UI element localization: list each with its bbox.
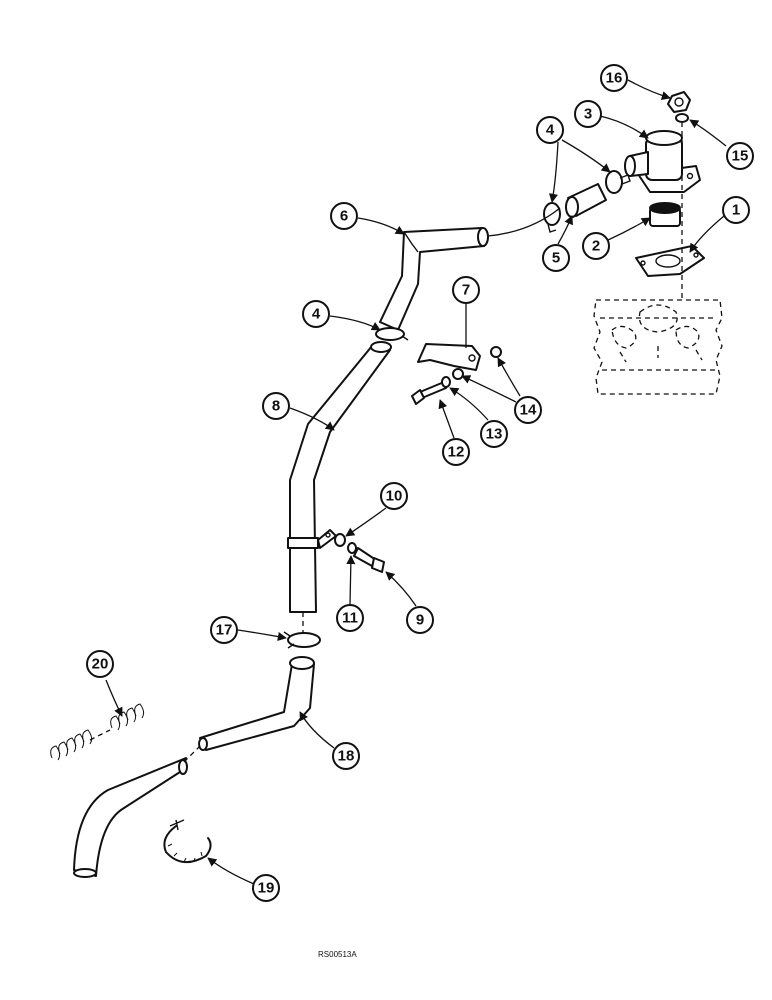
svg-text:16: 16 bbox=[606, 70, 623, 87]
callout-5: 5 bbox=[542, 244, 570, 272]
callout-18: 18 bbox=[332, 742, 360, 770]
spring-20 bbox=[50, 703, 145, 761]
callout-6: 6 bbox=[330, 202, 358, 230]
washer-14 bbox=[452, 346, 502, 380]
nut-16 bbox=[667, 91, 691, 113]
callout-4-top: 4 bbox=[536, 116, 564, 144]
washer-10 bbox=[334, 533, 346, 547]
callout-20: 20 bbox=[86, 650, 114, 678]
thermostat-2 bbox=[649, 202, 681, 227]
svg-text:15: 15 bbox=[732, 148, 749, 165]
callout-14: 14 bbox=[514, 396, 542, 424]
svg-text:19: 19 bbox=[258, 880, 275, 897]
thermostat-housing-3 bbox=[624, 130, 701, 193]
hose-18 bbox=[73, 656, 315, 878]
hose-clamp-17 bbox=[283, 631, 321, 649]
figure-reference-code: RS00513A bbox=[318, 950, 357, 959]
svg-text:6: 6 bbox=[340, 208, 348, 225]
washer-15 bbox=[675, 113, 689, 123]
svg-text:11: 11 bbox=[342, 610, 358, 627]
bolt-9 bbox=[353, 547, 385, 573]
svg-text:17: 17 bbox=[216, 622, 233, 639]
svg-text:10: 10 bbox=[386, 488, 403, 505]
svg-text:7: 7 bbox=[462, 282, 470, 299]
svg-text:14: 14 bbox=[520, 402, 537, 419]
hose-8 bbox=[287, 341, 392, 638]
callout-15: 15 bbox=[726, 142, 754, 170]
hose-5 bbox=[565, 183, 607, 218]
svg-text:13: 13 bbox=[486, 426, 503, 443]
lockwasher-13 bbox=[441, 376, 451, 388]
callout-10: 10 bbox=[380, 482, 408, 510]
svg-text:3: 3 bbox=[584, 106, 592, 123]
svg-text:2: 2 bbox=[592, 238, 600, 255]
callout-19: 19 bbox=[252, 874, 280, 902]
callout-1: 1 bbox=[722, 196, 750, 224]
callout-16: 16 bbox=[600, 64, 628, 92]
callout-2: 2 bbox=[582, 232, 610, 260]
callout-11: 11 bbox=[336, 604, 364, 632]
hose-clamp-4-middle bbox=[375, 327, 409, 341]
callout-7: 7 bbox=[452, 276, 480, 304]
hose-clamp-19 bbox=[163, 819, 212, 863]
svg-text:12: 12 bbox=[448, 444, 465, 461]
callout-13: 13 bbox=[480, 420, 508, 448]
hose-clamp-4-right bbox=[605, 170, 631, 194]
leader-lines bbox=[105, 79, 727, 885]
callout-3: 3 bbox=[574, 100, 602, 128]
callout-17: 17 bbox=[210, 616, 238, 644]
callout-8: 8 bbox=[262, 392, 290, 420]
svg-text:8: 8 bbox=[272, 398, 280, 415]
svg-text:20: 20 bbox=[92, 656, 109, 673]
svg-text:4: 4 bbox=[546, 122, 555, 139]
svg-text:5: 5 bbox=[552, 250, 560, 267]
callout-12: 12 bbox=[442, 438, 470, 466]
callout-4-middle: 4 bbox=[302, 300, 330, 328]
gasket-1 bbox=[635, 245, 705, 277]
svg-text:18: 18 bbox=[338, 748, 355, 765]
svg-text:1: 1 bbox=[732, 202, 740, 219]
svg-text:9: 9 bbox=[416, 612, 424, 629]
tube-6 bbox=[379, 227, 489, 331]
svg-text:4: 4 bbox=[312, 306, 321, 323]
bracket-7 bbox=[417, 343, 481, 371]
lockwasher-11 bbox=[347, 542, 357, 554]
callout-9: 9 bbox=[406, 606, 434, 634]
engine-block-outline bbox=[593, 299, 723, 395]
